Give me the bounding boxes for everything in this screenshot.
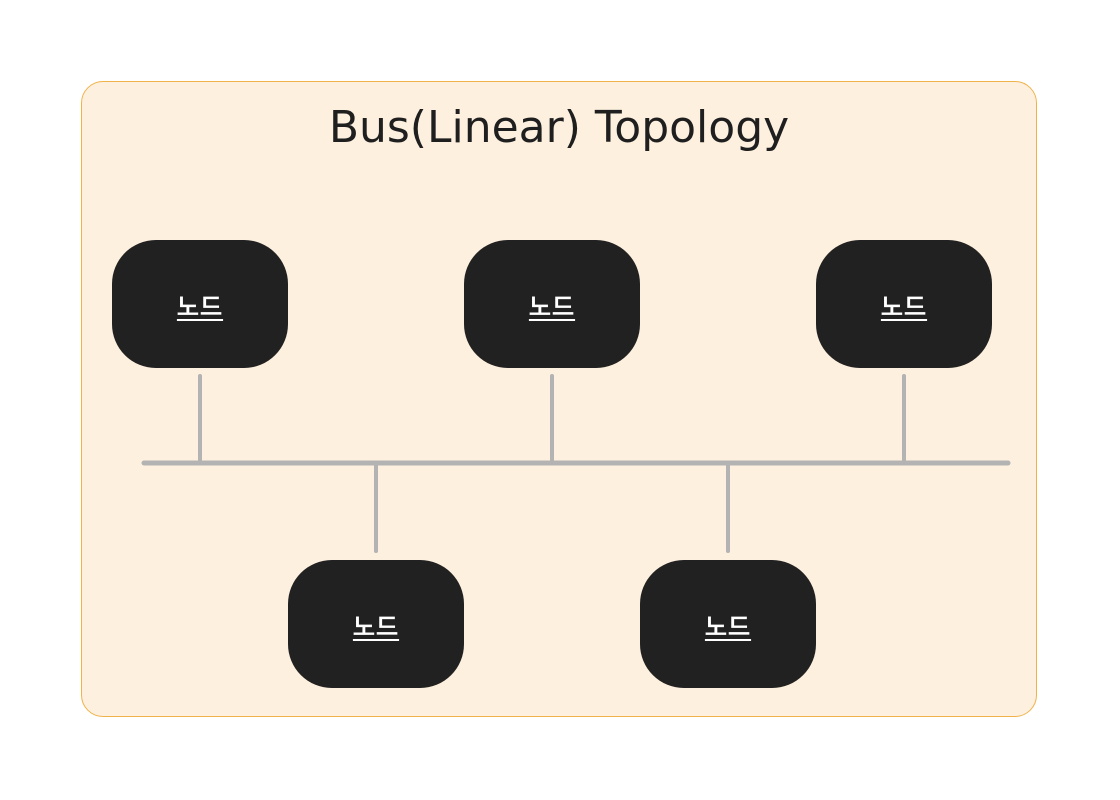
node-2-label: 노드: [528, 292, 576, 321]
node-5-label: 노드: [704, 612, 752, 641]
node-4-label: 노드: [352, 612, 400, 641]
diagram-title: Bus(Linear) Topology: [328, 102, 790, 153]
node-2[interactable]: 노드: [464, 240, 640, 368]
node-3[interactable]: 노드: [816, 240, 992, 368]
diagram-frame: [81, 81, 1037, 717]
node-1[interactable]: 노드: [112, 240, 288, 368]
node-1-label: 노드: [176, 292, 224, 321]
node-3-label: 노드: [880, 292, 928, 321]
node-5[interactable]: 노드: [640, 560, 816, 688]
node-4[interactable]: 노드: [288, 560, 464, 688]
